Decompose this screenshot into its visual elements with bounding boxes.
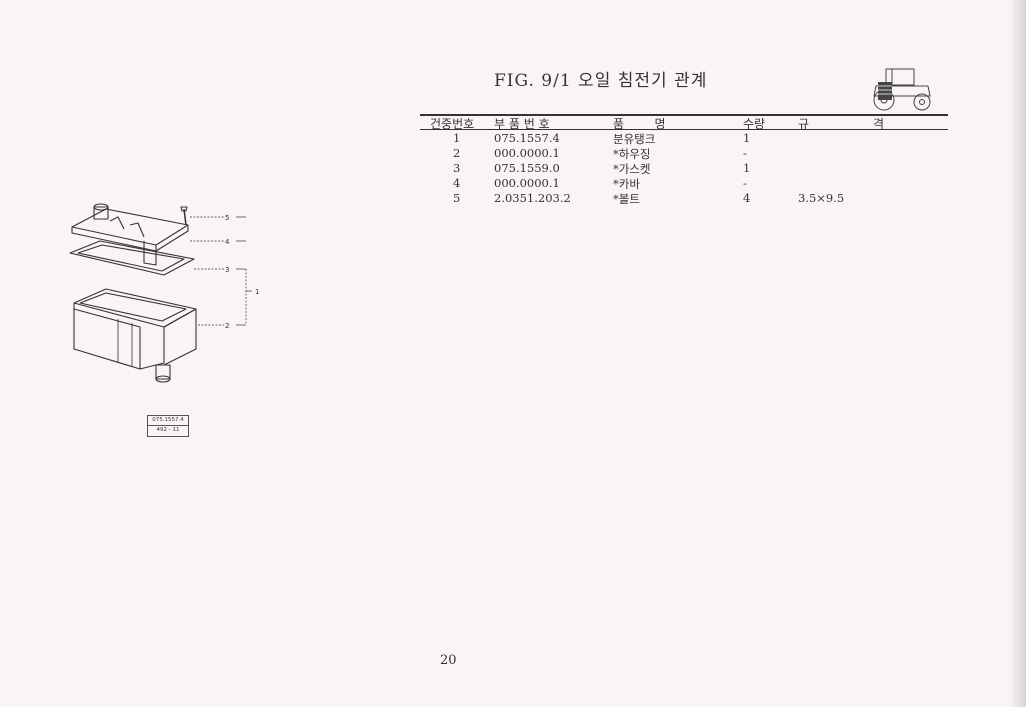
row-part-no: 2.0351.203.2 (494, 191, 571, 205)
row-name: *가스켓 (613, 162, 651, 176)
header-part-no: 부 품 번 호 (494, 117, 550, 131)
part-box-code: 492 - 11 (156, 427, 180, 433)
table-header-rule (420, 129, 948, 130)
row-ref-no: 4 (453, 176, 461, 190)
row-ref-no: 3 (453, 161, 461, 175)
header-ref-no: 건중번호 (430, 117, 475, 131)
page-edge-shadow (1012, 0, 1026, 707)
row-part-no: 075.1559.0 (494, 161, 560, 175)
header-spec-2: 격 (873, 117, 885, 131)
header-name: 품 명 (613, 117, 666, 131)
row-part-no: 075.1557.4 (494, 131, 560, 145)
callout-3: 3 (225, 266, 229, 274)
drawing-part-box: 075.1557.4 492 - 11 (147, 415, 189, 437)
exploded-parts-drawing: 5 4 3 1 2 (69, 203, 259, 383)
row-name: *볼트 (613, 192, 640, 206)
part-box-number: 075.1557.4 (148, 416, 188, 426)
row-name: *하우징 (613, 147, 651, 161)
row-qty: 4 (743, 191, 751, 205)
figure-title: FIG. 9/1 오일 침전기 관계 (494, 71, 708, 91)
row-spec: 3.5×9.5 (798, 191, 845, 205)
tractor-icon (873, 68, 931, 111)
callout-5: 5 (225, 214, 229, 222)
row-ref-no: 1 (453, 131, 461, 145)
header-spec: 규 (798, 117, 810, 131)
row-name: *카바 (613, 177, 640, 191)
row-qty: - (743, 176, 747, 190)
row-ref-no: 2 (453, 146, 461, 160)
header-qty: 수량 (743, 117, 766, 131)
callout-1: 1 (255, 288, 259, 296)
table-top-rule (420, 114, 948, 116)
row-name: 분유탱크 (613, 132, 656, 146)
callout-4: 4 (225, 238, 230, 246)
page-number: 20 (440, 653, 457, 668)
row-part-no: 000.0000.1 (494, 176, 560, 190)
row-qty: - (743, 146, 747, 160)
row-ref-no: 5 (453, 191, 461, 205)
callout-2: 2 (225, 322, 229, 330)
row-qty: 1 (743, 131, 751, 145)
row-qty: 1 (743, 161, 751, 175)
row-part-no: 000.0000.1 (494, 146, 560, 160)
